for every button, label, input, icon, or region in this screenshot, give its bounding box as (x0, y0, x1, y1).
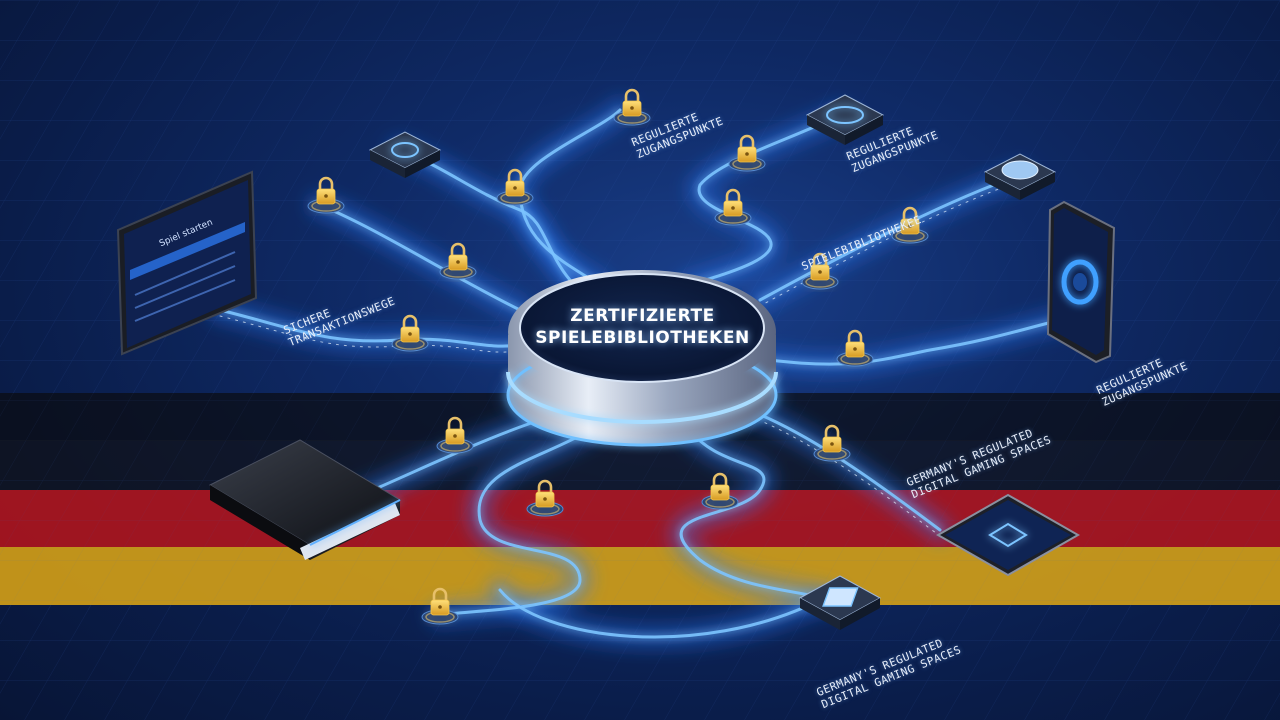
smartphone-device (1046, 200, 1116, 364)
padlock-icon (813, 424, 851, 462)
tablet-device (116, 170, 258, 356)
padlock-icon (307, 176, 345, 214)
padlock-icon (391, 314, 429, 352)
padlock-icon (613, 88, 651, 126)
hub-title: ZERTIFIZIERTE SPIELEBIBLIOTHEKEN (510, 305, 775, 349)
node-bottom (798, 575, 882, 630)
node-top-left (368, 131, 442, 178)
hub-title-line2: SPIELEBIBLIOTHEKEN (535, 328, 750, 348)
game-console (208, 439, 402, 560)
padlock-icon (728, 134, 766, 172)
tablet-lower-right (935, 493, 1081, 577)
padlock-icon (496, 168, 534, 206)
padlock-icons (307, 88, 929, 625)
node-top-right (805, 94, 885, 145)
padlock-icon (836, 329, 874, 367)
padlock-icon (801, 252, 839, 290)
hub-title-line1: ZERTIFIZIERTE (570, 306, 715, 326)
padlock-icon (439, 242, 477, 280)
padlock-icon (701, 472, 739, 510)
padlock-icon (421, 587, 459, 625)
padlock-icon (526, 479, 564, 517)
padlock-icon (714, 188, 752, 226)
central-hub (502, 270, 782, 447)
node-right (983, 153, 1057, 200)
padlock-icon (891, 206, 929, 244)
padlock-icon (436, 416, 474, 454)
